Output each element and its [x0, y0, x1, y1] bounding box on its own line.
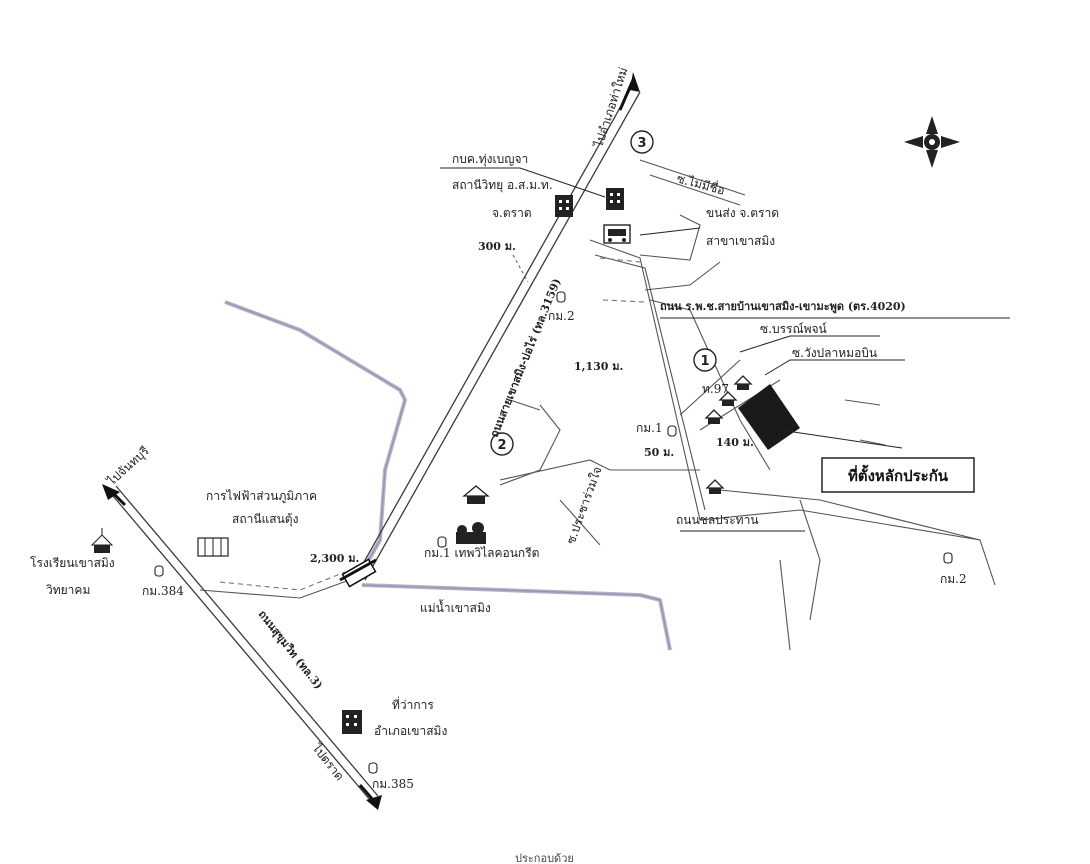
house-icon: [462, 485, 490, 504]
label-radio-2: จ.ตราด: [492, 206, 532, 220]
label-km385: กม.385: [372, 777, 414, 791]
svg-text:3: 3: [637, 136, 646, 151]
building-icon: [606, 188, 624, 210]
house-icon: [733, 375, 753, 390]
svg-text:1: 1: [700, 354, 709, 369]
house-icon: [705, 479, 725, 494]
substation-icon: [197, 537, 229, 557]
label-stream: แม่น้ำเขาสมิง: [420, 599, 491, 615]
label-road-unnamed: ซ.ไม่มีชื่อ: [675, 169, 727, 197]
label-road-main-north: ถนนสายเขาสมิง-บ่อไร่ (ทล.3159): [487, 276, 564, 439]
label-transport-2: สาขาเขาสมิง: [706, 234, 775, 248]
label-to-chanthaburi: ไปจันทบุรี: [104, 443, 153, 489]
label-dist-2300: 2,300 ม.: [310, 552, 359, 565]
label-district-office-2: อำเภอเขาสมิง: [374, 724, 447, 738]
label-to-trat: ไปตราด: [309, 740, 347, 783]
label-dist-50: 50 ม.: [644, 446, 674, 459]
house-icon: [704, 409, 724, 424]
label-school-1: โรงเรียนเขาสมิง: [30, 556, 115, 570]
km-marker-icon: [437, 536, 447, 548]
label-school-2: วิทยาคม: [46, 583, 91, 597]
house-icon: [718, 391, 738, 406]
label-km97: ท.97: [702, 382, 729, 396]
arrow-north-icon: [618, 72, 640, 111]
road-network: [107, 89, 996, 801]
km-marker-icon: [556, 291, 566, 303]
school-icon: [90, 528, 114, 553]
compass-icon: [904, 116, 960, 168]
site-block: ที่ตั้งหลักประกัน: [738, 384, 975, 493]
label-district-office-1: ที่ว่าการ: [392, 696, 434, 712]
label-km1-concrete: กม.1 เทพวิไลคอนกรีต: [424, 546, 539, 560]
label-dist-300: 300 ม.: [478, 240, 516, 253]
concrete-plant-icon: [456, 522, 486, 544]
bridge-icon: [339, 558, 377, 588]
bus-icon: [603, 224, 631, 244]
marker-3: 3: [630, 130, 654, 154]
leader-lines: [440, 167, 1010, 532]
label-km2-north: กม.2: [548, 309, 575, 323]
stream-network: [224, 300, 672, 651]
site-label: ที่ตั้งหลักประกัน: [848, 464, 949, 485]
map-caption: ประกอบด้วย: [515, 852, 574, 864]
label-soi-pracharuamjai: ซ.ประชาร่วมใจ: [564, 465, 605, 546]
label-dist-1130: 1,130 ม.: [574, 360, 623, 373]
label-soi-wang: ซ.วังปลาหมอบิน: [792, 346, 877, 360]
km-marker-icon: [368, 762, 378, 774]
label-km2-east: กม.2: [940, 572, 967, 586]
label-to-north: ไปอำเภอท่าใหม่: [591, 66, 630, 150]
site-label-box: [821, 457, 975, 493]
building-icon: [342, 710, 362, 734]
km-marker-icon: [667, 425, 677, 437]
marker-1: 1: [693, 348, 717, 372]
label-km384: กม.384: [142, 584, 184, 598]
marker-2: 2: [490, 432, 514, 456]
arrow-chanthaburi-icon: [102, 484, 127, 507]
km-marker-icon: [154, 565, 164, 577]
label-radio-1: สถานีวิทยุ อ.ส.ม.ท.: [452, 178, 553, 193]
label-km1: กม.1: [636, 421, 663, 435]
km-marker-icon: [943, 552, 953, 564]
label-dist-140: 140 ม.: [716, 436, 754, 449]
label-pea-1: การไฟฟ้าส่วนภูมิภาค: [206, 489, 317, 504]
arrow-trat-icon: [358, 784, 382, 810]
svg-text:2: 2: [497, 438, 506, 453]
label-tor-sor: กบค.ทุ่งเบญจา: [452, 152, 528, 167]
label-road-rpch: ถนน ร.พ.ช.สายบ้านเขาสมิง-เขามะพูด (ตร.40…: [660, 300, 906, 314]
label-transport-1: ขนส่ง จ.ตราด: [706, 206, 779, 220]
building-icon: [555, 195, 573, 217]
label-road-chonprathan: ถนนชลประทาน: [676, 513, 759, 527]
label-soi-bunpot: ซ.บรรณ์พจน์: [760, 322, 827, 336]
label-pea-2: สถานีแสนตุ้ง: [232, 512, 298, 527]
label-road-sukhumvit: ถนนสุขุมวิท (ทล.3): [255, 608, 325, 693]
